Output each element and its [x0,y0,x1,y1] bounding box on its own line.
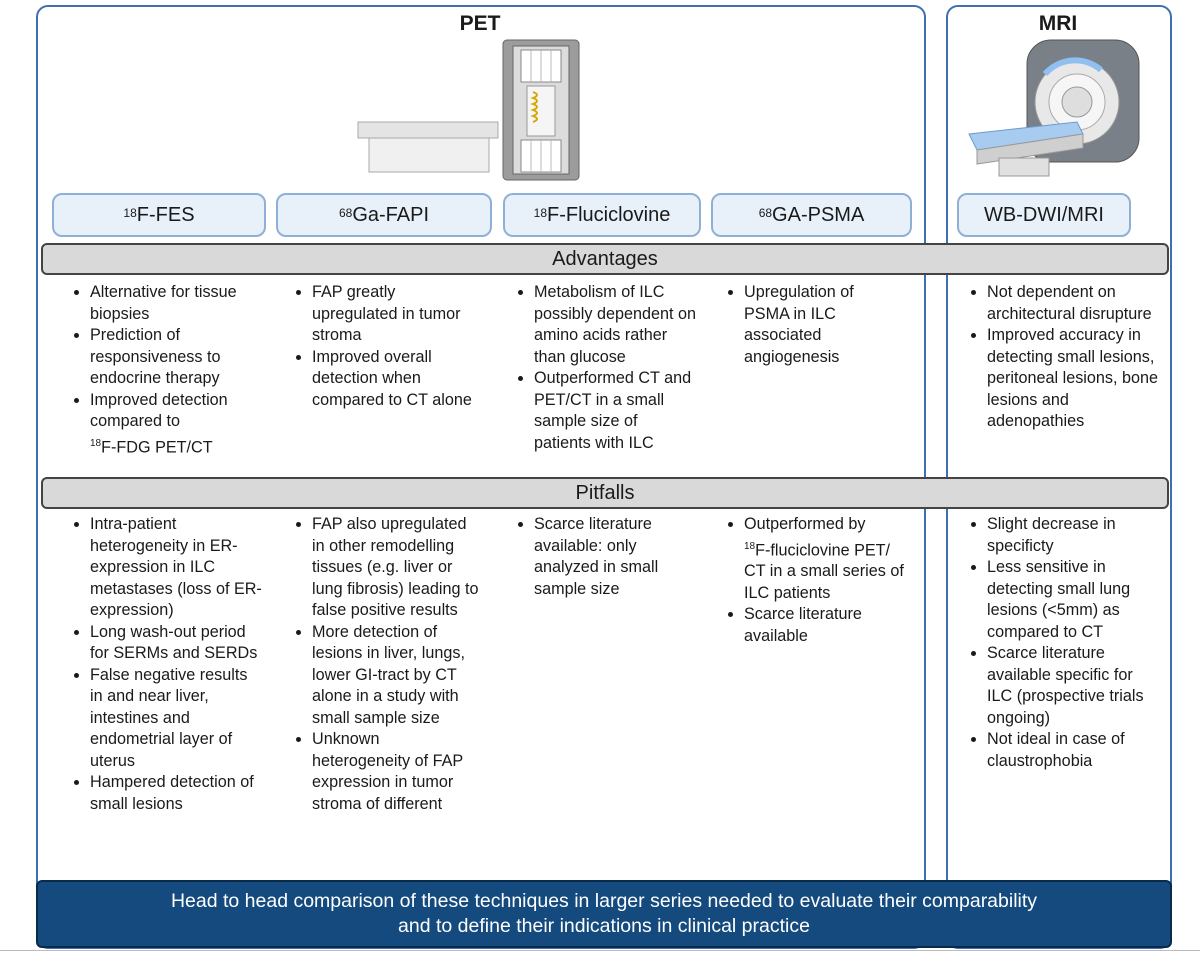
advantages-mri-column: Not dependent on architectural disruptur… [945,282,1160,433]
list-item: Hampered detection of small lesions [90,772,263,815]
list-item-text: F-FDG PET/CT [101,437,213,456]
mri-technique-pill: WB-DWI/MRI [957,193,1131,237]
conclusion-banner: Head to head comparison of these techniq… [36,880,1172,948]
list-item-text: Outperformed by [744,515,866,533]
list-item-text: F-fluciclovine PET/ CT in a small series… [744,540,904,602]
bottom-divider [0,950,1200,951]
list-item: Scarce literature available specific for… [987,643,1160,729]
pitfalls-fapi-column: FAP also upregulated in other remodellin… [270,514,480,815]
list-item: Not ideal in case of claustrophobia [987,729,1160,772]
pitfalls-fluciclovine-column: Scarce literature available: only analyz… [492,514,697,600]
list-item: Upregulation of PSMA in ILC associated a… [744,282,902,368]
list-item: Scarce literature available: only analyz… [534,514,697,600]
pet-scanner-icon [357,39,580,181]
list-item: Alternative for tissue biopsies [90,282,263,325]
list-item: Outperformed CT and PET/CT in a small sa… [534,368,697,454]
list-item: Slight decrease in specificty [987,514,1160,557]
pet-title: PET [459,12,501,35]
list-item: Metabolism of ILC possibly dependent on … [534,282,697,368]
tracer-fes-label: F-FES [136,203,195,226]
list-item: Improved detection compared to 18F-FDG PE… [90,390,263,459]
advantages-fluciclovine-column: Metabolism of ILC possibly dependent on … [492,282,697,454]
list-item: Prediction of responsiveness to endocrin… [90,325,263,390]
list-item: Unknown heterogeneity of FAP expression … [312,729,480,815]
list-item: FAP greatly upregulated in tumor stroma [312,282,480,347]
conclusion-line-2: and to define their indications in clini… [398,915,810,937]
list-item: False negative results in and near liver… [90,665,263,773]
pitfalls-bar: Pitfalls [41,477,1169,509]
advantages-bar: Advantages [41,243,1169,275]
list-item: Long wash-out period for SERMs and SERDs [90,622,263,665]
mri-scanner-icon [968,39,1140,177]
tracer-fapi-label: Ga-FAPI [352,203,430,226]
advantages-fes-column: Alternative for tissue biopsies Predicti… [48,282,263,458]
list-item: Not dependent on architectural disruptur… [987,282,1160,325]
mri-title: MRI [1038,12,1078,35]
tracer-fapi-superscript: 68 [338,206,353,220]
list-item: FAP also upregulated in other remodellin… [312,514,480,622]
tracer-psma-label: GA-PSMA [772,203,865,226]
list-item: Scarce literature available [744,604,907,647]
conclusion-line-1: Head to head comparison of these techniq… [170,890,1038,912]
tracer-fluciclovine-label: F-Fluciclovine [547,203,671,226]
tracer-fes-superscript: 18 [123,206,137,220]
list-item: More detection of lesions in liver, lung… [312,622,480,730]
superscript: 18 [90,437,102,449]
list-item: Intra-patient heterogeneity in ER-expres… [90,514,263,622]
superscript: 18 [744,540,756,552]
tracer-psma-superscript: 68 [758,206,773,220]
list-item: Outperformed by 18F-fluciclovine PET/ CT … [744,514,907,604]
tracer-fluciclovine-superscript: 18 [533,206,547,220]
pitfalls-mri-column: Slight decrease in specificty Less sensi… [945,514,1160,772]
list-item: Less sensitive in detecting small lung l… [987,557,1160,643]
list-item: Improved accuracy in detecting small les… [987,325,1160,433]
pitfalls-psma-column: Outperformed by 18F-fluciclovine PET/ CT … [702,514,907,647]
list-item: Improved overall detection when compared… [312,347,480,412]
pitfalls-fes-column: Intra-patient heterogeneity in ER-expres… [48,514,263,815]
advantages-psma-column: Upregulation of PSMA in ILC associated a… [702,282,902,368]
list-item-text: Improved detection compared to [90,390,228,431]
advantages-fapi-column: FAP greatly upregulated in tumor stroma … [270,282,480,411]
mri-technique-label: WB-DWI/MRI [984,203,1104,226]
